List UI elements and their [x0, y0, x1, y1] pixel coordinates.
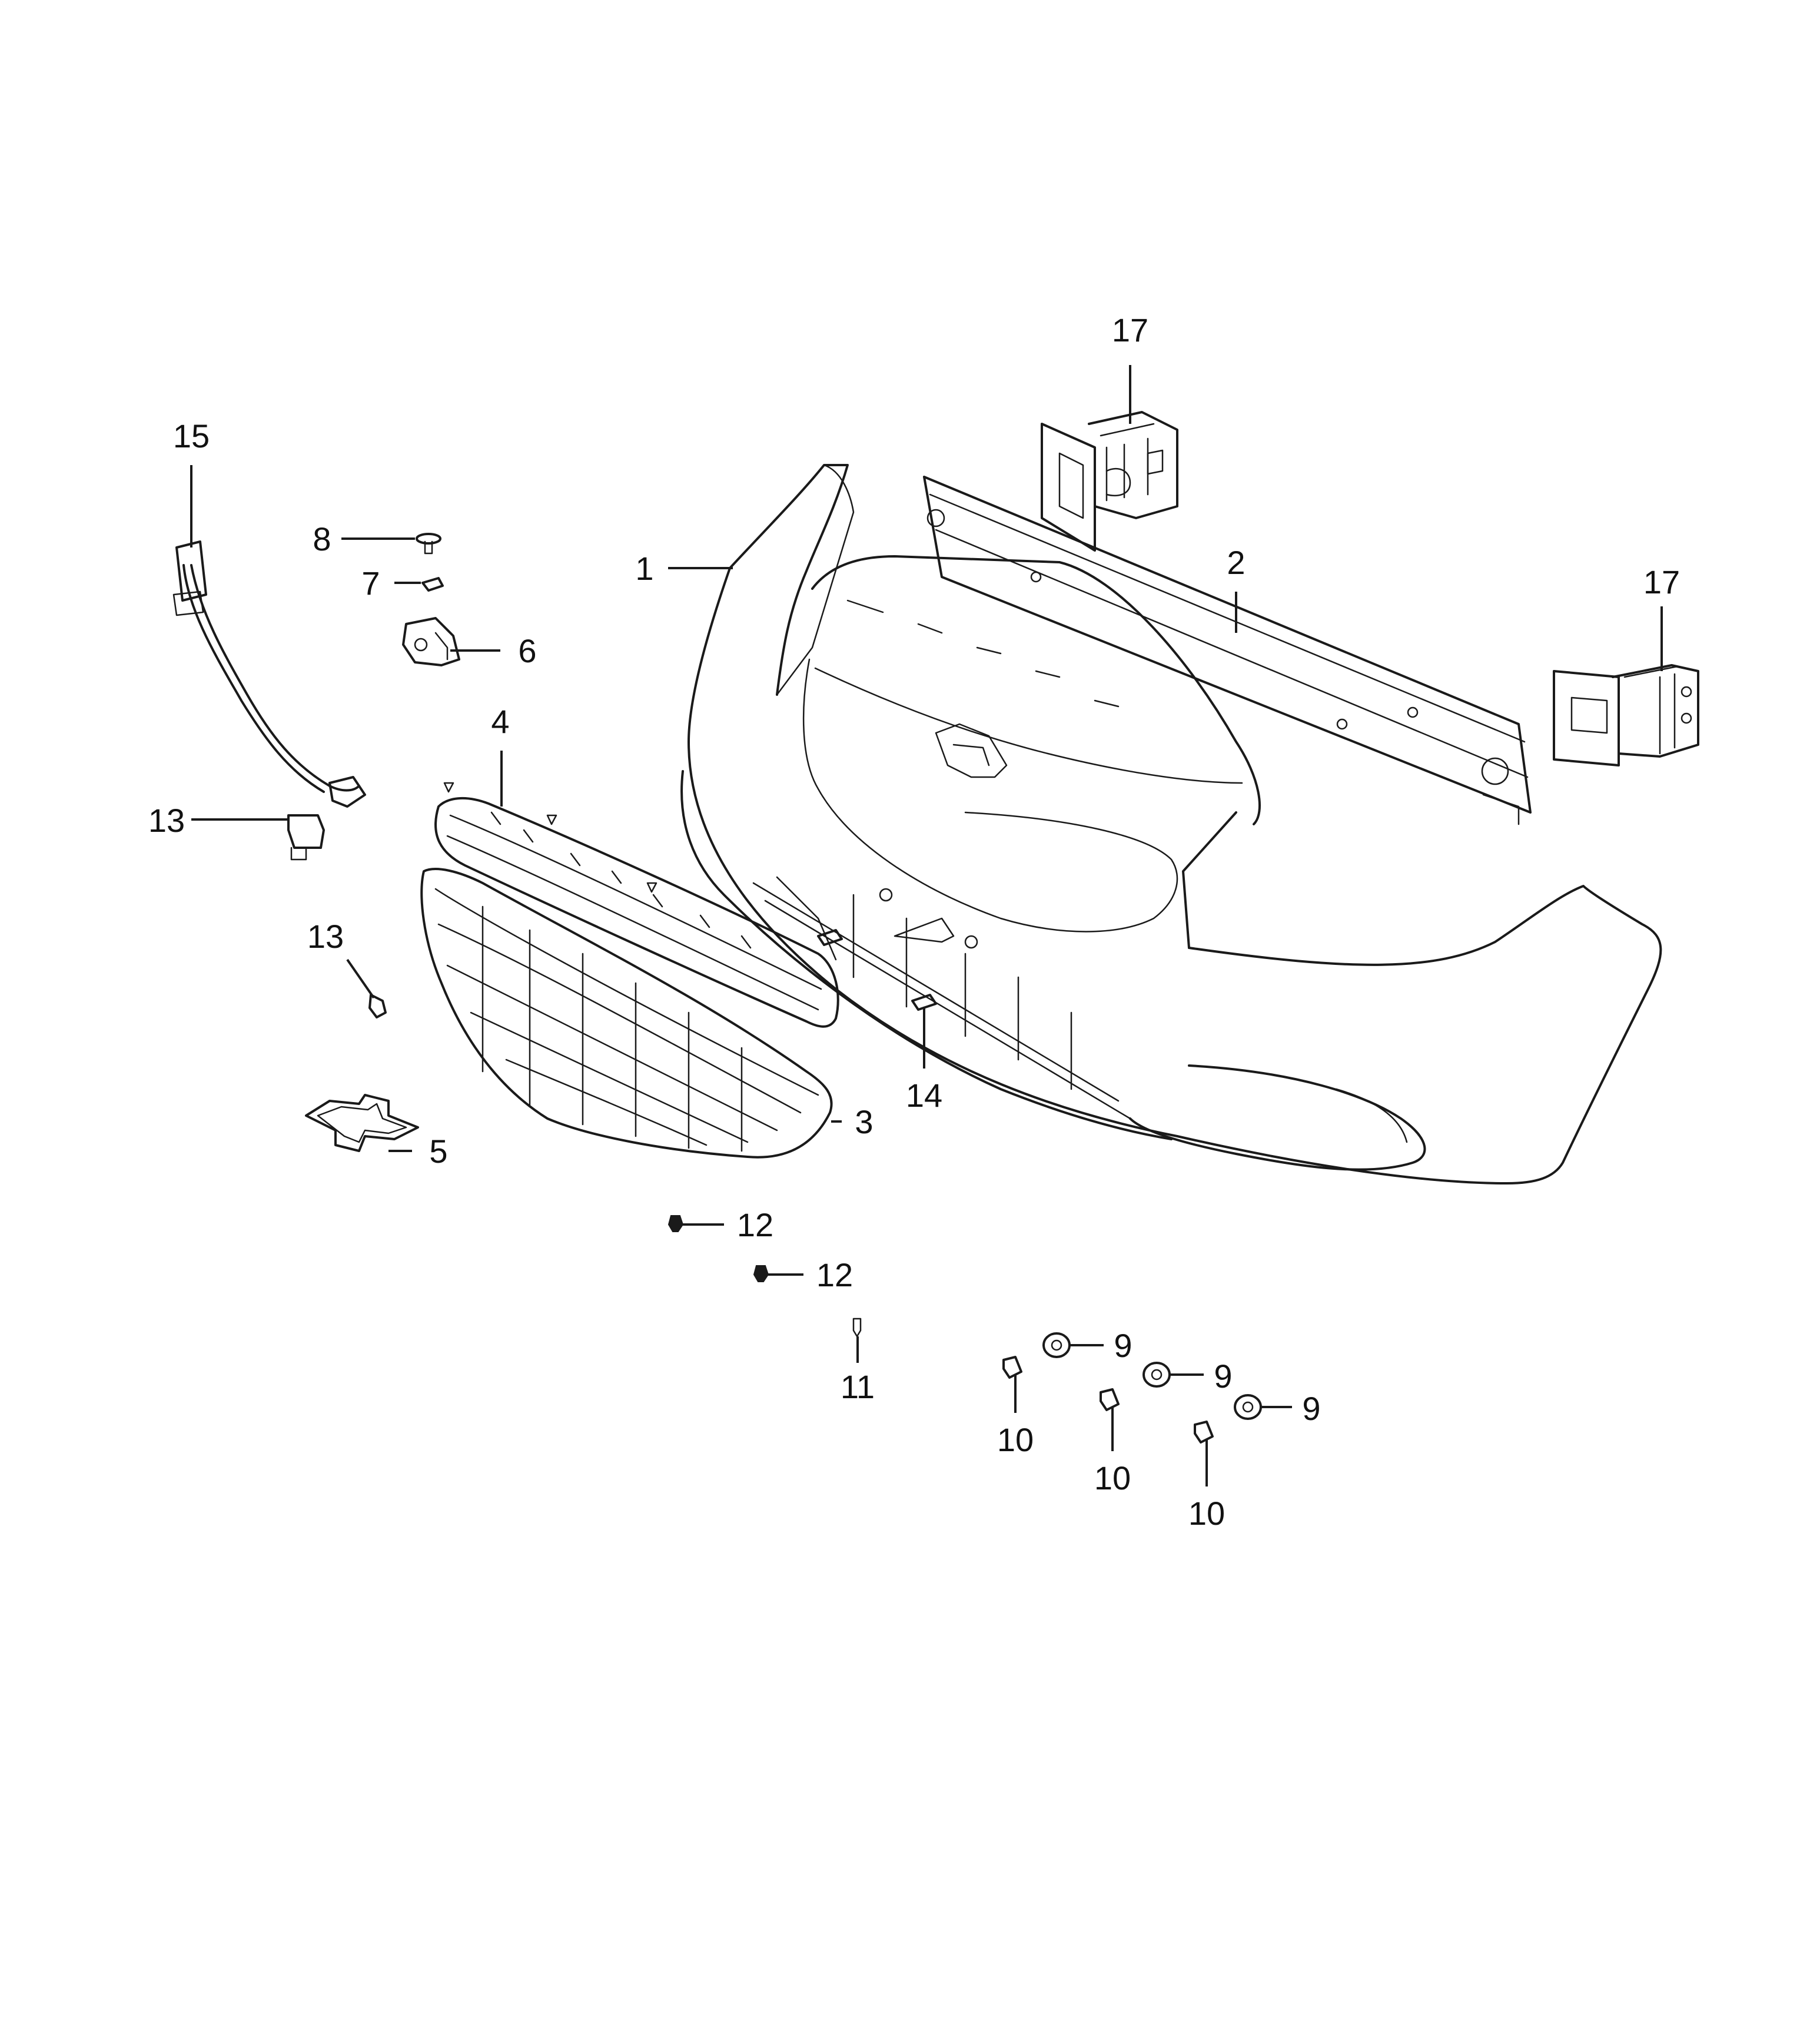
upper-grille [434, 797, 839, 1028]
screw-8 [416, 533, 441, 555]
clip-13 [368, 994, 387, 1018]
callout-7: 7 [361, 565, 380, 602]
callout-12a: 12 [737, 1206, 773, 1243]
nut-10a [1002, 1356, 1022, 1379]
bolt-14 [817, 929, 937, 1011]
washer-9c [1234, 1394, 1262, 1420]
washer-9a [1042, 1332, 1071, 1358]
lower-grille [420, 868, 833, 1159]
callout-14: 14 [906, 1077, 942, 1114]
callout-5: 5 [429, 1133, 447, 1170]
wiring-harness [172, 540, 366, 808]
push-pin-12a [667, 1215, 684, 1232]
bumper-fascia [680, 464, 1662, 1184]
callout-10a: 10 [997, 1421, 1034, 1458]
callout-13a: 13 [148, 802, 185, 839]
sensor-13 [287, 814, 325, 861]
callout-17a: 17 [1112, 311, 1148, 349]
callout-2: 2 [1227, 544, 1245, 581]
callout-10b: 10 [1094, 1459, 1131, 1496]
callout-11: 11 [841, 1368, 875, 1405]
clip-7 [421, 577, 444, 592]
bumper-bracket-right [1553, 664, 1699, 766]
callout-8: 8 [313, 520, 331, 558]
washer-9b [1143, 1362, 1171, 1388]
callout-12b: 12 [816, 1256, 853, 1293]
bracket-6 [402, 617, 460, 666]
nut-10b [1100, 1388, 1120, 1411]
impact-bar [923, 476, 1532, 825]
screw-11 [852, 1318, 862, 1338]
callout-3: 3 [855, 1103, 873, 1140]
callout-17b: 17 [1643, 563, 1680, 600]
callout-15: 15 [173, 417, 210, 454]
callout-9c: 9 [1302, 1390, 1320, 1427]
callout-13b: 13 [307, 918, 344, 955]
bumper-bracket-left [1041, 411, 1178, 552]
nut-10c [1194, 1421, 1214, 1444]
grille-screws [443, 782, 657, 893]
callout-9a: 9 [1114, 1327, 1132, 1364]
callout-4: 4 [491, 703, 509, 740]
callout-10c: 10 [1188, 1495, 1225, 1532]
callout-1: 1 [635, 550, 653, 587]
bowtie-emblem [305, 1094, 419, 1152]
callout-9b: 9 [1214, 1358, 1232, 1395]
callout-6: 6 [518, 632, 536, 669]
leader-lines [190, 365, 1663, 1486]
push-pin-12b [753, 1265, 769, 1282]
callout-labels: 1 2 3 4 5 6 7 8 9 9 9 10 10 10 11 12 12 … [148, 311, 1680, 1532]
